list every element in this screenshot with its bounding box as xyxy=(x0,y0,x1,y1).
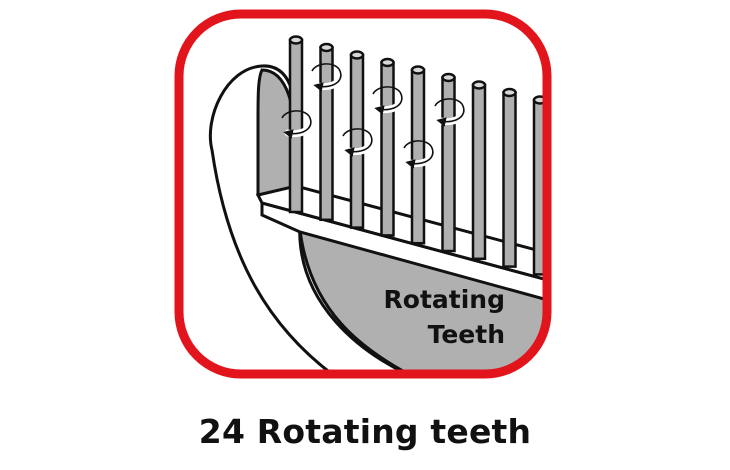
tooth-cap xyxy=(502,87,517,98)
icon-frame-border xyxy=(174,9,552,379)
tooth xyxy=(502,91,517,268)
rotation-arrow-icon xyxy=(405,145,434,169)
rotation-arrow-tail xyxy=(434,98,463,107)
tooth-cap xyxy=(471,80,487,90)
rotation-arrow-icon xyxy=(344,133,373,157)
rotation-arrow-tail xyxy=(281,110,310,119)
brush-body-gray xyxy=(298,227,547,374)
tooth-cap xyxy=(441,72,456,83)
tooth-cap xyxy=(319,42,334,53)
rotation-arrow-tail xyxy=(311,63,340,72)
tooth-cap xyxy=(349,50,365,60)
rotation-arrow-icon xyxy=(374,91,403,115)
icon-label-line1: Rotating xyxy=(384,285,505,314)
tooth xyxy=(441,76,456,253)
rotation-arrow-tail xyxy=(403,140,432,149)
rotation-arrows xyxy=(281,63,468,169)
rotation-arrow-tail xyxy=(342,128,371,137)
tooth-cap xyxy=(288,35,304,45)
rotation-arrow-icon xyxy=(436,103,465,127)
tooth xyxy=(410,68,426,245)
rotation-arrow-icon xyxy=(313,68,342,92)
tooth xyxy=(288,38,304,214)
icon-label-line2: Teeth xyxy=(428,320,505,349)
tooth xyxy=(471,83,487,261)
tooth xyxy=(319,46,334,222)
tooth-cap xyxy=(410,65,426,75)
tooth-cap xyxy=(565,104,577,111)
tooth xyxy=(565,108,577,283)
tooth-cap xyxy=(380,57,395,68)
rotation-arrow-icon xyxy=(283,115,312,139)
tooth xyxy=(380,61,395,237)
caption-text: 24 Rotating teeth xyxy=(198,412,532,451)
rotation-arrow-tail xyxy=(372,86,401,95)
tooth xyxy=(349,53,365,229)
